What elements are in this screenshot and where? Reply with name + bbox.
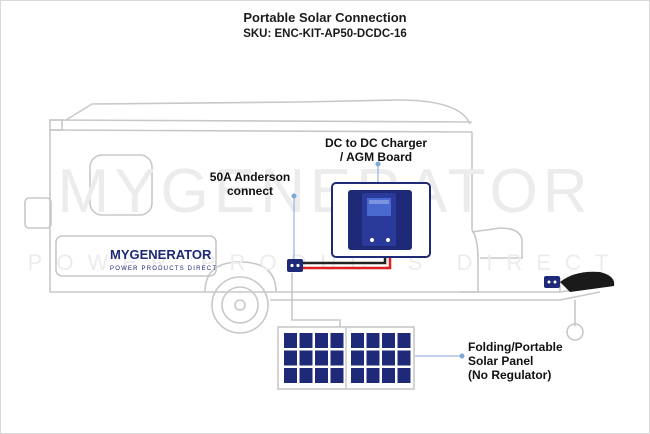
solar-cell	[351, 368, 364, 383]
hitch-coupling-icon	[544, 271, 615, 292]
solar-panel-label-line1: Folding/Portable	[468, 340, 563, 354]
solar-cell	[299, 368, 313, 383]
solar-cell	[315, 368, 328, 383]
solar-panel-label: Folding/Portable Solar Panel (No Regulat…	[468, 340, 563, 382]
charger-label-line1: DC to DC Charger	[324, 136, 427, 150]
solar-cell	[366, 333, 380, 348]
charger-label: DC to DC Charger / AGM Board	[268, 136, 484, 164]
solar-cell	[315, 333, 328, 348]
solar-cell	[397, 368, 411, 383]
solar-cell	[366, 350, 380, 366]
connection-wires	[291, 250, 392, 330]
solar-cell	[315, 350, 328, 366]
solar-cell	[382, 333, 395, 348]
anderson-plug-icon	[287, 259, 303, 272]
callout-dots	[291, 161, 465, 359]
panel-cable	[291, 273, 341, 330]
anderson-label-line2: connect	[226, 184, 273, 198]
anderson-label: 50A Anderson connect	[200, 170, 300, 198]
solar-cell	[330, 333, 344, 348]
watermark-brand: MYGENERATOR	[58, 157, 593, 226]
solar-cell	[397, 350, 411, 366]
solar-cell	[299, 333, 313, 348]
solar-cell	[382, 368, 395, 383]
solar-cell	[351, 350, 364, 366]
decal-brand: MYGENERATOR	[110, 247, 212, 262]
decal-tagline: POWER PRODUCTS DIRECT	[110, 266, 217, 272]
solar-cell	[366, 368, 380, 383]
solar-cell	[330, 368, 344, 383]
solar-cell	[397, 333, 411, 348]
charger-label-line2: / AGM Board	[339, 150, 413, 164]
caravan-decal: MYGENERATOR POWER PRODUCTS DIRECT	[110, 247, 217, 272]
solar-cell	[284, 333, 297, 348]
solar-cell	[351, 333, 364, 348]
solar-cell	[284, 368, 297, 383]
folding-solar-panel-icon	[277, 326, 415, 390]
solar-cell	[284, 350, 297, 366]
solar-cell	[382, 350, 395, 366]
solar-panel-label-line3: (No Regulator)	[468, 368, 552, 382]
sku-text: SKU: ENC-KIT-AP50-DCDC-16	[243, 28, 407, 40]
diagram-title: Portable Solar Connection	[243, 10, 407, 25]
dc-dc-charger-icon	[331, 182, 431, 258]
solar-cell	[299, 350, 313, 366]
watermark: MYGENERATOR POWER PRODUCTS DIRECT	[28, 157, 609, 275]
solar-cell	[330, 350, 344, 366]
solar-panel-label-line2: Solar Panel	[468, 354, 534, 368]
anderson-label-line1: 50A Anderson	[209, 170, 291, 184]
caravan-outline	[24, 99, 601, 341]
